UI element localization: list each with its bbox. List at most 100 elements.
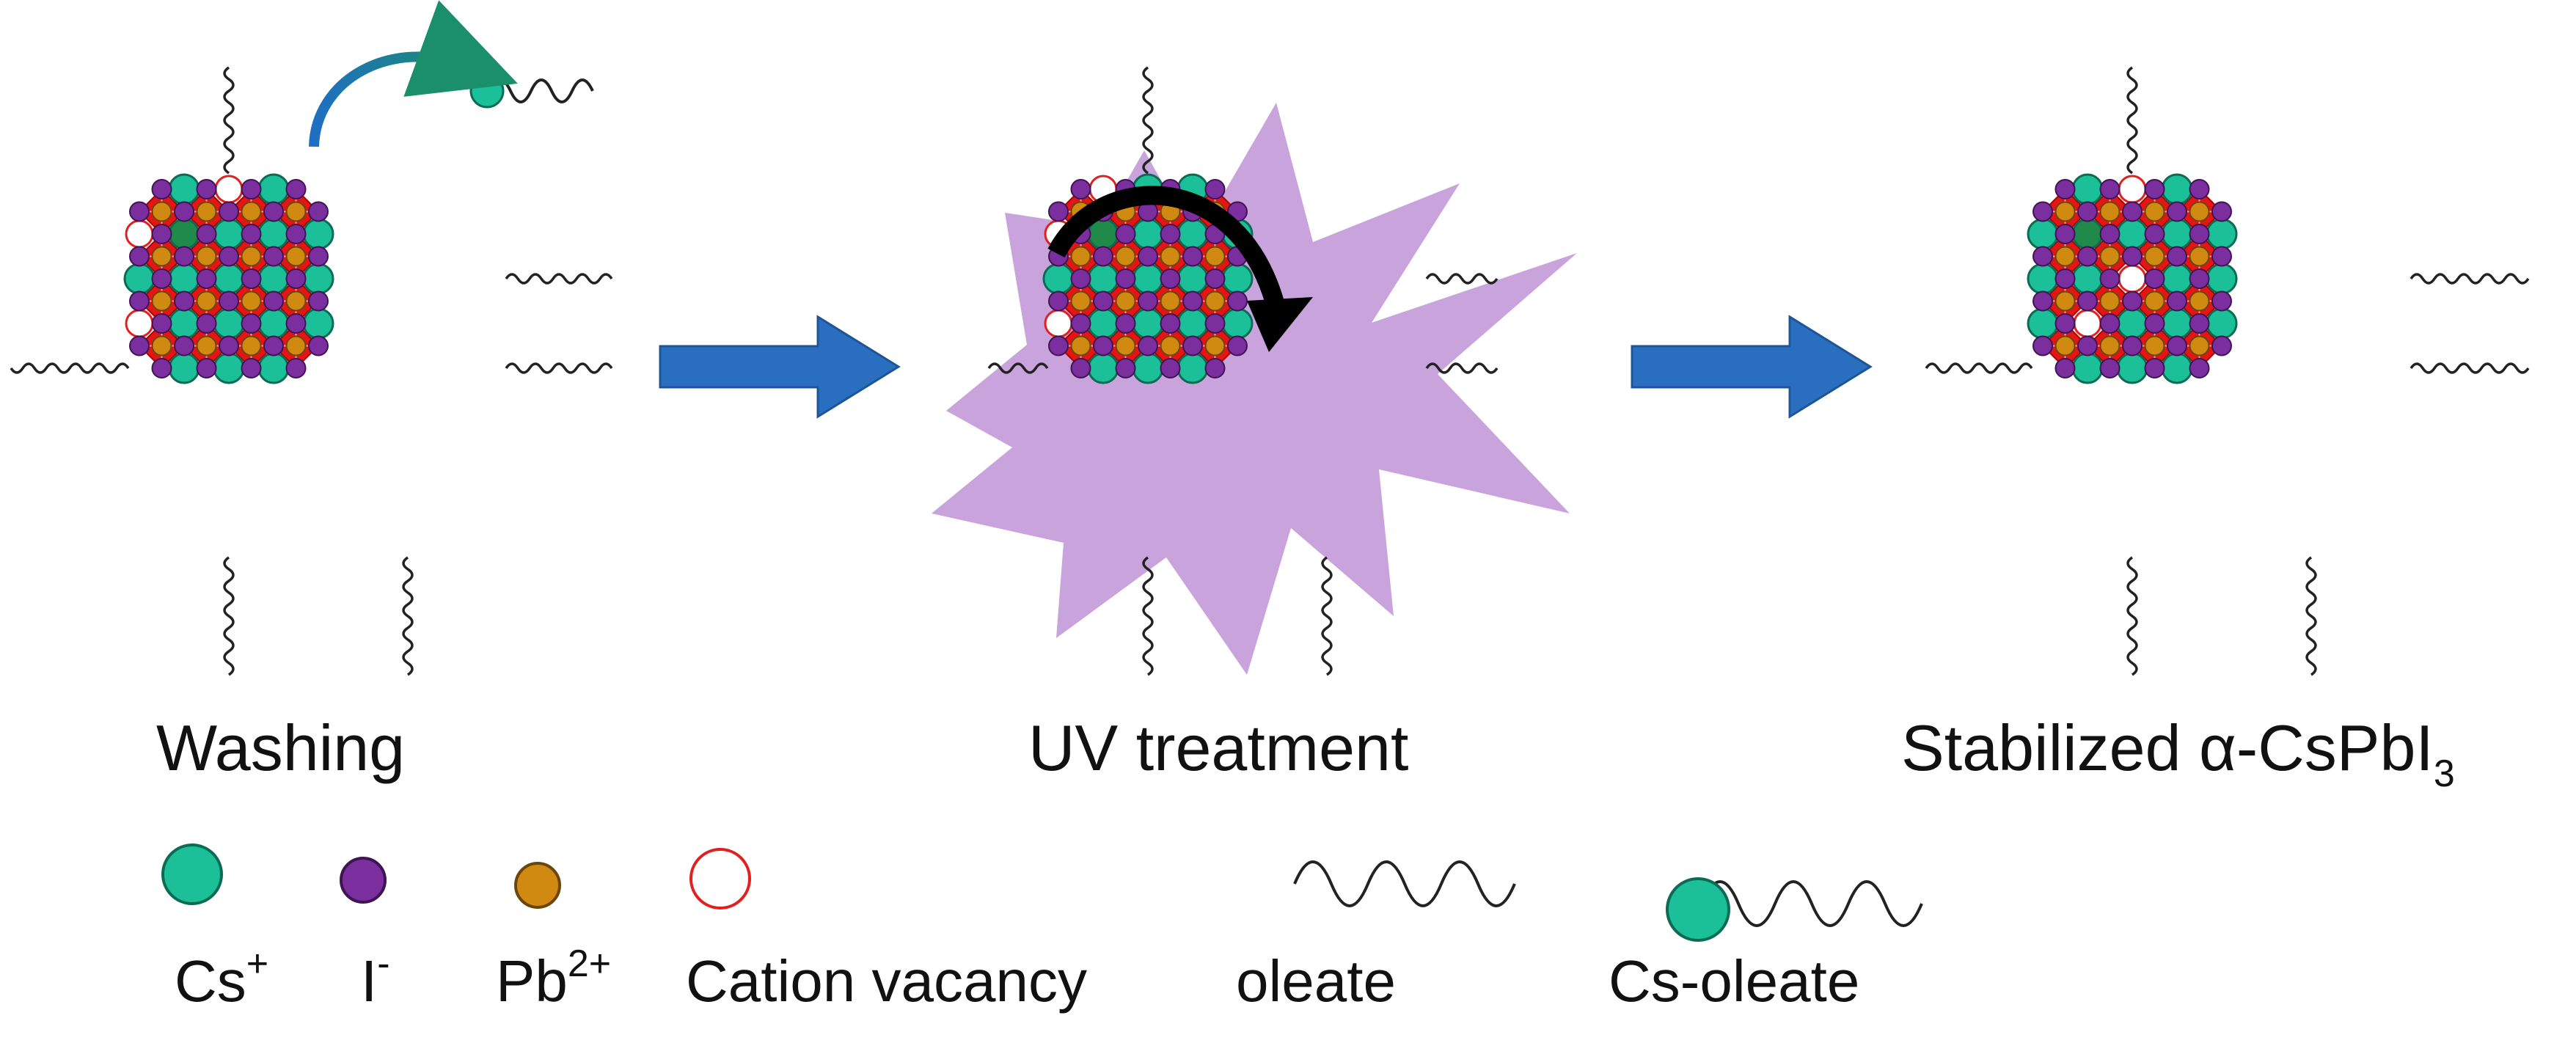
cs-cation (2116, 307, 2148, 340)
lead-cation (2144, 201, 2165, 222)
iodide-ion (285, 313, 307, 334)
iodide-ion (1204, 179, 1226, 200)
iodide-ion (1115, 313, 1136, 334)
iodide-ion (2122, 290, 2143, 312)
oleate-chain (1142, 66, 1154, 175)
cs-cation (2161, 218, 2193, 250)
lead-cation (2189, 290, 2210, 312)
iodide-ion (2099, 268, 2121, 289)
iodide-ion (2099, 179, 2121, 200)
iodide-ion (219, 335, 239, 356)
iodide-ion (219, 290, 239, 312)
cation-vacancy (2073, 309, 2102, 338)
oleate-chain (10, 362, 130, 374)
lead-cation (2054, 201, 2076, 222)
iodide-ion (2211, 335, 2232, 356)
stabilized-main: Stabilized α-CsPbI (1901, 711, 2434, 784)
iodide-ion (1182, 290, 1203, 312)
cs-cation (257, 307, 290, 340)
iodide-ion (1093, 290, 1113, 312)
cation-vacancy (214, 175, 244, 204)
lead-cation (196, 290, 217, 312)
cs-cation (1132, 263, 1164, 295)
iodide-ion (1093, 246, 1113, 267)
iodide-ion (2211, 290, 2232, 312)
detached-cs-oleate (469, 73, 594, 109)
cs-cation (2116, 218, 2148, 250)
cs-cation (2161, 352, 2193, 384)
oleate-icon (1293, 860, 1516, 907)
lead-cation (285, 335, 307, 356)
lead-cation (1204, 290, 1226, 312)
lead-cation (196, 201, 217, 222)
iodide-ion (308, 201, 329, 222)
iodide-ion (1138, 246, 1158, 267)
iodide-ion (2054, 224, 2076, 244)
iodide-ion (308, 246, 329, 267)
lead-cation (151, 290, 172, 312)
lead-cation (2099, 246, 2121, 267)
cs-oleate-icon (1666, 877, 1923, 942)
iodide-ion (2077, 201, 2098, 222)
iodide-ion (2144, 224, 2165, 244)
cs-cation (257, 263, 290, 295)
cs-cation (1177, 307, 1209, 340)
iodide-ion (2211, 246, 2232, 267)
lead-cation (241, 201, 262, 222)
iodide-ion (1204, 268, 1226, 289)
oleate-chain (1425, 362, 1499, 374)
iodide-ion (2189, 224, 2210, 244)
oleate-chain (505, 273, 613, 285)
iodide-ion (308, 290, 329, 312)
iodide-ion (1138, 290, 1158, 312)
lead-cation (1115, 335, 1136, 356)
iodide-ion (285, 358, 307, 378)
cs-cation (1132, 352, 1164, 384)
oleate-chain (223, 556, 235, 676)
lead-cation (2099, 201, 2121, 222)
iodide-ion (2189, 313, 2210, 334)
iodide-icon (340, 857, 387, 904)
lead-cation (2189, 335, 2210, 356)
cs-cation (2161, 263, 2193, 295)
iodide-ion (196, 268, 217, 289)
cs-cation (168, 173, 200, 205)
iodide-ion (241, 358, 262, 378)
lead-cation (1204, 246, 1226, 267)
cs-cation (2071, 352, 2104, 384)
oleate-chain (2305, 556, 2317, 676)
iodide-ion (129, 246, 150, 267)
iodide-ion (1204, 313, 1226, 334)
cs-cation (168, 263, 200, 295)
legend-label-oleate: oleate (1236, 948, 1396, 1014)
iodide-ion (2189, 358, 2210, 378)
lead-cation (1160, 335, 1181, 356)
cs-cation (1221, 307, 1254, 340)
lead-cation (196, 246, 217, 267)
cs-cation (1177, 218, 1209, 250)
iodide-ion (2032, 246, 2053, 267)
lead-cation (2054, 290, 2076, 312)
iodide-ion (129, 290, 150, 312)
lead-cation-icon (514, 862, 561, 909)
cation-vacancy (125, 309, 154, 338)
iodide-ion (129, 335, 150, 356)
cs-cation (2071, 173, 2104, 205)
lead-cation (151, 335, 172, 356)
crystal-washing (123, 173, 334, 384)
cs-cation (1087, 263, 1119, 295)
lead-cation (2189, 201, 2210, 222)
washing-curved-arrow (309, 0, 518, 147)
iodide-ion (308, 335, 329, 356)
iodide-ion (2032, 201, 2053, 222)
oleate-chain (1321, 556, 1333, 676)
iodide-ion (1160, 224, 1181, 244)
cs-cation (2206, 307, 2238, 340)
iodide-ion (174, 335, 194, 356)
lead-cation (241, 335, 262, 356)
oleate-chain (1142, 556, 1154, 676)
lead-cation (1070, 246, 1091, 267)
process-arrow-2 (1631, 315, 1873, 419)
iodide-ion (219, 246, 239, 267)
lead-cation (285, 201, 307, 222)
